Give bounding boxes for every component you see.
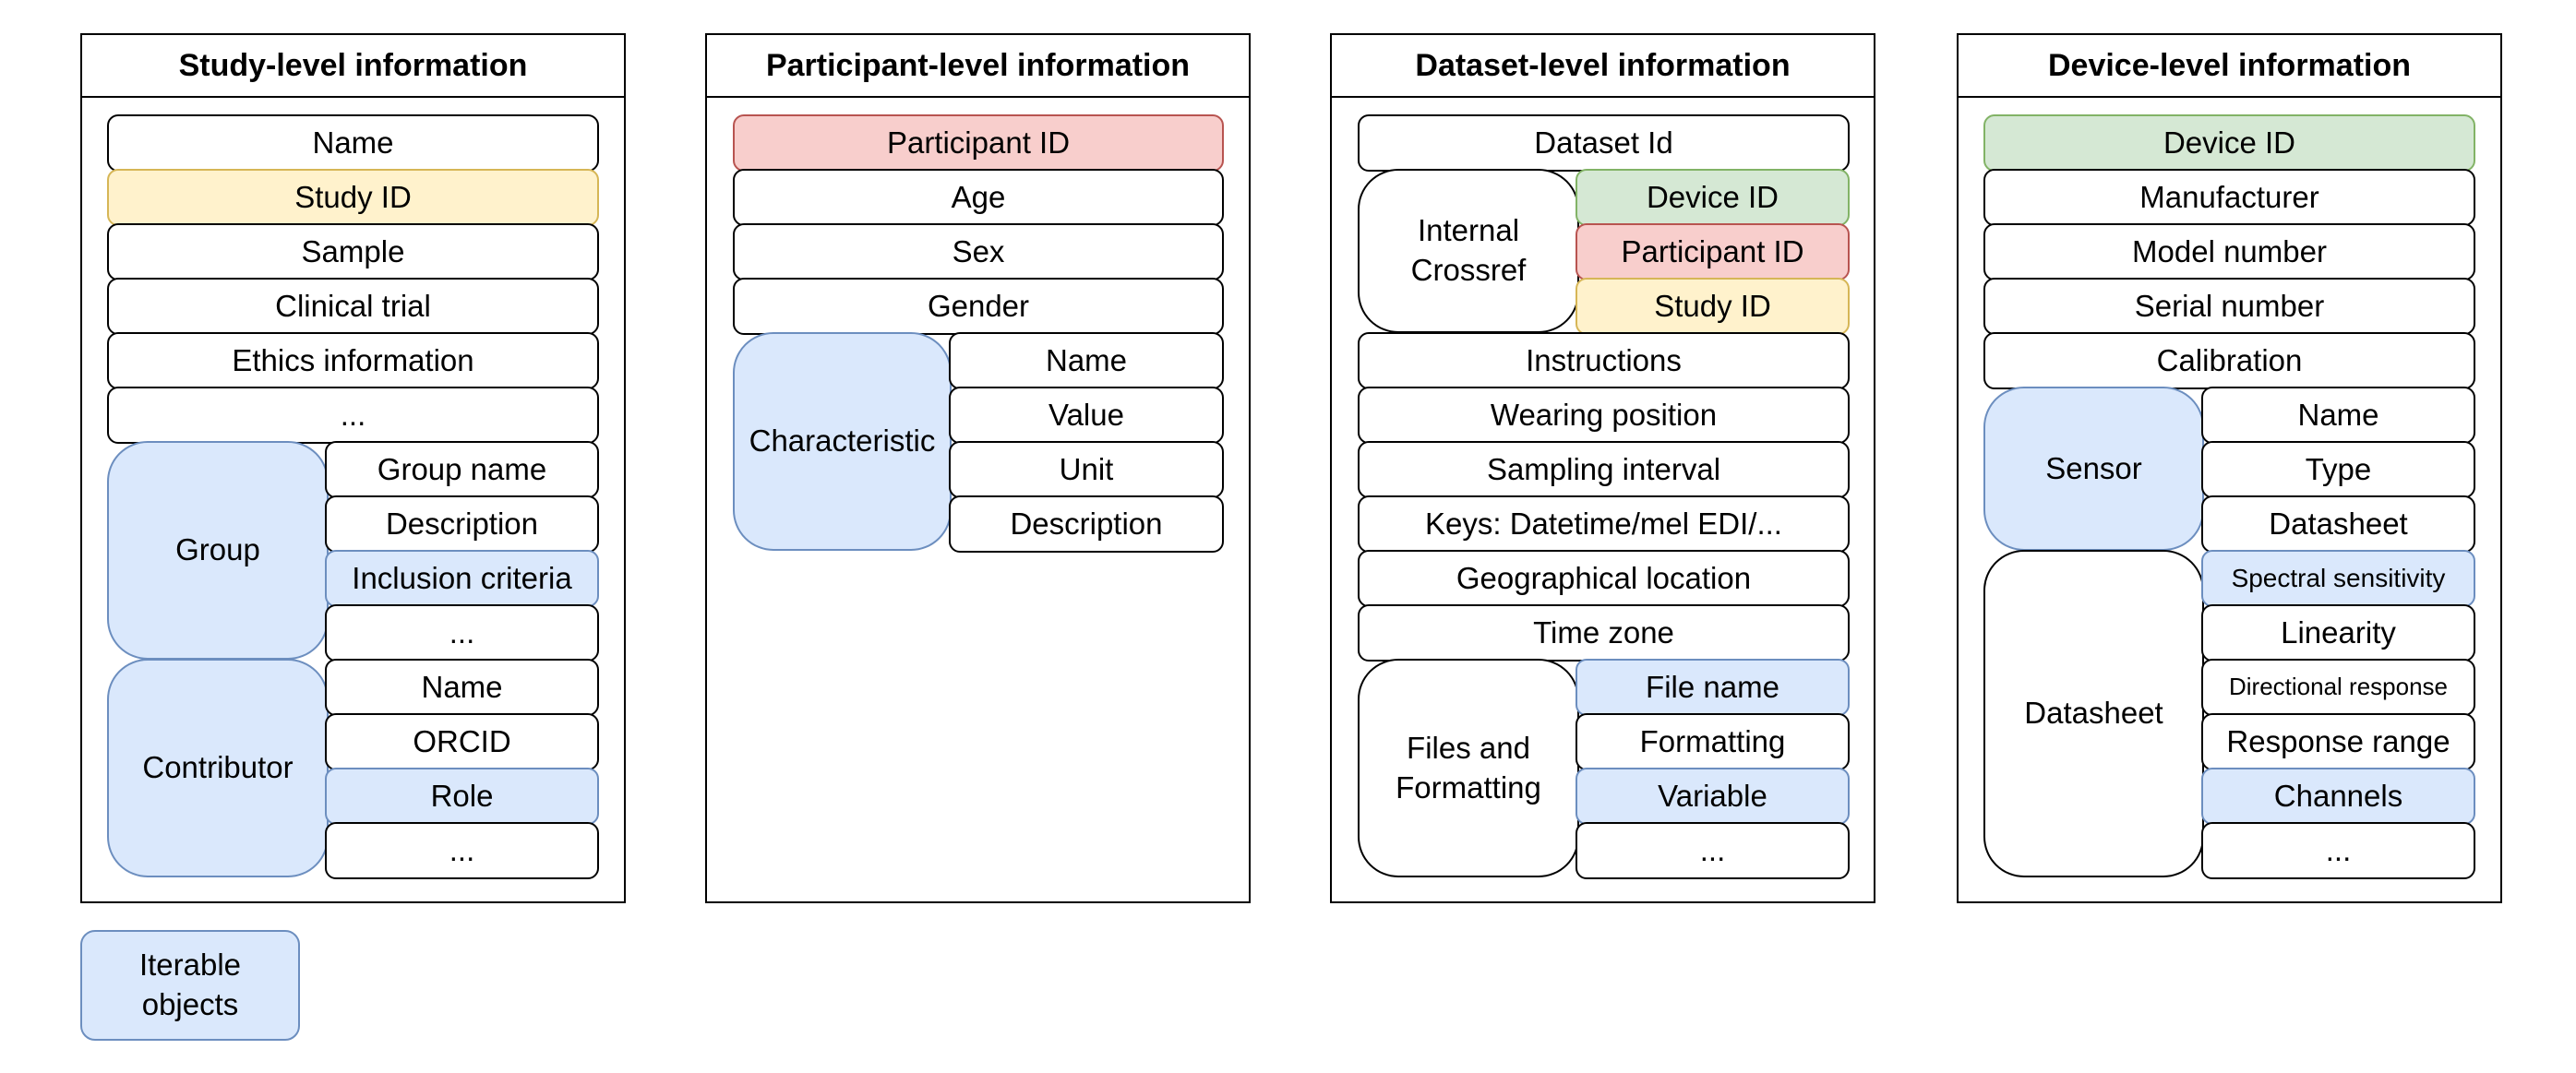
sensor-name-field: Name	[2201, 387, 2475, 444]
sensor-type-field: Type	[2201, 441, 2475, 498]
characteristic-object: Characteristic	[733, 332, 952, 551]
datasheet-linearity-field: Linearity	[2201, 604, 2475, 662]
contributor-orcid-field: ORCID	[325, 713, 599, 770]
files-file-name-field: File name	[1576, 659, 1850, 716]
participant-sex-field: Sex	[733, 223, 1224, 280]
device-manufacturer-field: Manufacturer	[1983, 169, 2475, 226]
datasheet-response-range-field: Response range	[2201, 713, 2475, 770]
device-calibration-field: Calibration	[1983, 332, 2475, 389]
datasheet-directional-response-field: Directional response	[2201, 659, 2475, 716]
group-name-field: Group name	[325, 441, 599, 498]
sensor-datasheet-field: Datasheet	[2201, 495, 2475, 553]
dataset-keys-field: Keys: Datetime/mel EDI/...	[1358, 495, 1850, 553]
study-sample-field: Sample	[107, 223, 599, 280]
sensor-object: Sensor	[1983, 387, 2204, 551]
datasheet-object: Datasheet	[1983, 550, 2204, 877]
participant-age-field: Age	[733, 169, 1224, 226]
files-formatting-field: Formatting	[1576, 713, 1850, 770]
contributor-name-field: Name	[325, 659, 599, 716]
datasheet-spectral-sensitivity-field: Spectral sensitivity	[2201, 550, 2475, 607]
participant-id-field: Participant ID	[733, 114, 1224, 172]
study-name-field: Name	[107, 114, 599, 172]
study-clinical-trial-field: Clinical trial	[107, 278, 599, 335]
device-id-field: Device ID	[1983, 114, 2475, 172]
group-inclusion-criteria-field: Inclusion criteria	[325, 550, 599, 607]
contributor-role-field: Role	[325, 768, 599, 825]
legend-iterable-objects: Iterable objects	[80, 930, 300, 1041]
dataset-level-title: Dataset-level information	[1332, 35, 1874, 98]
dataset-geo-location-field: Geographical location	[1358, 550, 1850, 607]
study-level-title: Study-level information	[82, 35, 624, 98]
crossref-device-id-field: Device ID	[1576, 169, 1850, 226]
study-id-field: Study ID	[107, 169, 599, 226]
characteristic-name-field: Name	[949, 332, 1224, 389]
dataset-id-field: Dataset Id	[1358, 114, 1850, 172]
files-variable-field: Variable	[1576, 768, 1850, 825]
study-more-field: ...	[107, 387, 599, 444]
crossref-participant-id-field: Participant ID	[1576, 223, 1850, 280]
group-description-field: Description	[325, 495, 599, 553]
study-ethics-field: Ethics information	[107, 332, 599, 389]
files-formatting-object: Files and Formatting	[1358, 659, 1579, 877]
dataset-instructions-field: Instructions	[1358, 332, 1850, 389]
device-serial-number-field: Serial number	[1983, 278, 2475, 335]
dataset-wearing-position-field: Wearing position	[1358, 387, 1850, 444]
dataset-sampling-interval-field: Sampling interval	[1358, 441, 1850, 498]
datasheet-channels-field: Channels	[2201, 768, 2475, 825]
crossref-study-id-field: Study ID	[1576, 278, 1850, 335]
dataset-time-zone-field: Time zone	[1358, 604, 1850, 662]
contributor-object: Contributor	[107, 659, 329, 877]
device-level-title: Device-level information	[1959, 35, 2500, 98]
participant-level-title: Participant-level information	[707, 35, 1249, 98]
contributor-more-field: ...	[325, 822, 599, 879]
internal-crossref-object: Internal Crossref	[1358, 169, 1579, 333]
characteristic-value-field: Value	[949, 387, 1224, 444]
group-more-field: ...	[325, 604, 599, 662]
participant-gender-field: Gender	[733, 278, 1224, 335]
characteristic-unit-field: Unit	[949, 441, 1224, 498]
group-object: Group	[107, 441, 329, 660]
device-model-number-field: Model number	[1983, 223, 2475, 280]
datasheet-more-field: ...	[2201, 822, 2475, 879]
characteristic-description-field: Description	[949, 495, 1224, 553]
files-more-field: ...	[1576, 822, 1850, 879]
